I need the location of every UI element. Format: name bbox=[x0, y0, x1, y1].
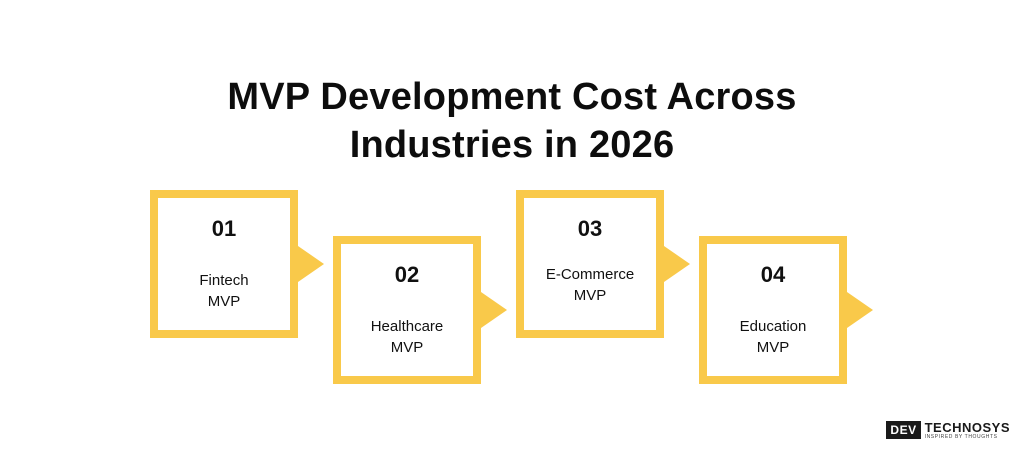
step-label-line-2: MVP bbox=[390, 339, 424, 356]
step-card-3: 03 E-Commerce MVP bbox=[516, 190, 690, 338]
logo-brand: TECHNOSYS bbox=[924, 419, 1010, 435]
brand-logo: DEV TECHNOSYS INSPIRED BY THOUGHTS bbox=[886, 417, 1010, 443]
step-number: 03 bbox=[577, 216, 603, 241]
logo-mark: DEV bbox=[886, 421, 921, 439]
step-label: E-Commerce MVP bbox=[524, 264, 656, 306]
logo-wordmark: TECHNOSYS INSPIRED BY THOUGHTS bbox=[925, 421, 1010, 440]
step-label-line-2: MVP bbox=[207, 293, 241, 310]
arrow-right-icon bbox=[298, 246, 324, 282]
step-number: 01 bbox=[211, 216, 237, 241]
step-label-line-1: Fintech bbox=[199, 272, 249, 289]
logo-tagline: INSPIRED BY THOUGHTS bbox=[924, 433, 998, 440]
step-label-line-1: E-Commerce bbox=[545, 266, 635, 283]
step-card-inner: 01 Fintech MVP bbox=[158, 198, 290, 330]
step-card-2: 02 Healthcare MVP bbox=[333, 236, 507, 384]
step-card-4: 04 Education MVP bbox=[699, 236, 873, 384]
step-label: Education MVP bbox=[707, 316, 839, 358]
title-line-1: MVP Development Cost Across bbox=[227, 76, 797, 119]
step-card-1: 01 Fintech MVP bbox=[150, 190, 324, 338]
step-card-inner: 02 Healthcare MVP bbox=[341, 244, 473, 376]
step-number: 02 bbox=[394, 262, 420, 287]
step-label: Fintech MVP bbox=[158, 270, 290, 312]
title-line-2: Industries in 2026 bbox=[349, 124, 675, 167]
page-title: MVP Development Cost Across Industries i… bbox=[0, 73, 1024, 169]
step-label: Healthcare MVP bbox=[341, 316, 473, 358]
step-label-line-2: MVP bbox=[756, 339, 790, 356]
step-label-line-1: Healthcare bbox=[370, 318, 444, 335]
arrow-right-icon bbox=[847, 292, 873, 328]
arrow-right-icon bbox=[664, 246, 690, 282]
step-card-inner: 04 Education MVP bbox=[707, 244, 839, 376]
arrow-right-icon bbox=[481, 292, 507, 328]
step-label-line-1: Education bbox=[739, 318, 807, 335]
step-label-line-2: MVP bbox=[573, 287, 607, 304]
step-card-inner: 03 E-Commerce MVP bbox=[524, 198, 656, 330]
step-number: 04 bbox=[760, 262, 786, 287]
